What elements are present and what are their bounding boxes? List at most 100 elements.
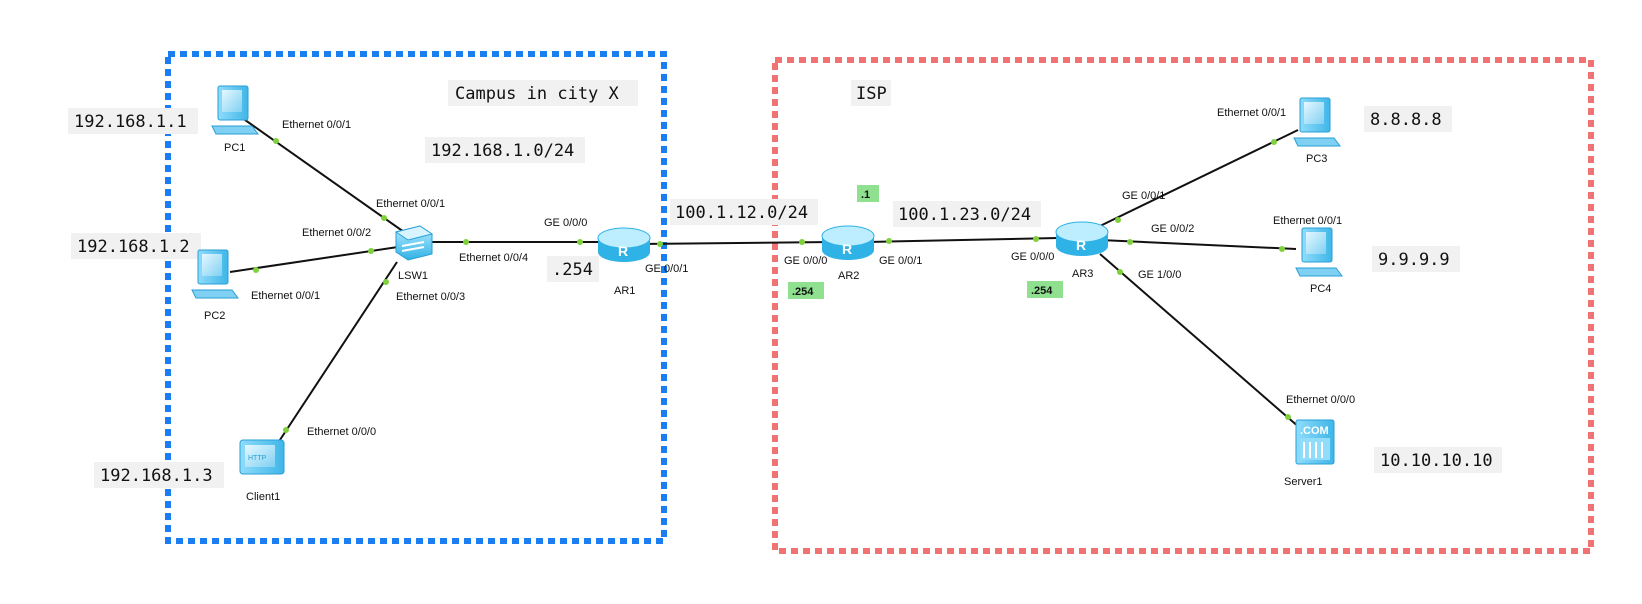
ip-label-ar3: .254 — [1031, 285, 1053, 297]
ip-label-ar2-right: .1 — [861, 189, 870, 201]
campus-subnet-label: 192.168.1.0/24 — [431, 141, 574, 161]
device-label-lsw1: LSW1 — [398, 270, 428, 282]
port-label-ar1-lsw1: GE 0/0/0 — [544, 217, 587, 229]
server-icon[interactable]: .COM — [1295, 419, 1335, 465]
port-dot — [577, 239, 583, 245]
campus-zone-label: Campus in city X — [455, 84, 620, 104]
pc-icon[interactable] — [191, 249, 239, 299]
port-dot — [383, 279, 389, 285]
link-ar3-pc3 — [1099, 129, 1299, 227]
link-pc1-lsw1 — [237, 114, 405, 233]
link-ar3-server1 — [1099, 253, 1301, 429]
port-dot — [657, 241, 663, 247]
port-label-pc2: Ethernet 0/0/1 — [251, 290, 320, 302]
port-dot — [253, 267, 259, 273]
port-dot — [886, 238, 892, 244]
ip-label-client1: 192.168.1.3 — [100, 466, 213, 486]
port-label-lsw1-pc2: Ethernet 0/0/2 — [302, 227, 371, 239]
svg-text:R: R — [1076, 237, 1086, 253]
port-label-ar3-ar2: GE 0/0/0 — [1011, 251, 1054, 263]
subnet-ar1-ar2-bg — [670, 199, 818, 225]
ip-label-ar2-left: .254 — [792, 286, 814, 298]
device-label-pc2: PC2 — [204, 310, 225, 322]
subnet-label-ar1-ar2: 100.1.12.0/24 — [675, 203, 808, 223]
router-icon[interactable]: R — [1055, 221, 1109, 256]
ip-pc3-bg — [1364, 106, 1452, 132]
device-label-ar3: AR3 — [1072, 268, 1093, 280]
port-label-ar2-ar1: GE 0/0/0 — [784, 255, 827, 267]
port-dot — [1271, 139, 1277, 145]
svg-text:R: R — [618, 243, 628, 259]
campus-label-bg — [448, 80, 638, 106]
server-badge: .COM — [1300, 425, 1329, 437]
pc-icon[interactable] — [211, 85, 259, 135]
port-label-lsw1-pc1: Ethernet 0/0/1 — [376, 198, 445, 210]
port-label-pc4: Ethernet 0/0/1 — [1273, 215, 1342, 227]
subnet-ar2-ar3-bg — [893, 201, 1041, 227]
port-label-ar2-ar3: GE 0/0/1 — [879, 255, 922, 267]
device-label-ar1: AR1 — [614, 285, 635, 297]
ip-ar2-left-bg — [788, 282, 824, 299]
device-label-pc4: PC4 — [1310, 283, 1331, 295]
isp-zone-label: ISP — [856, 84, 887, 104]
device-label-pc3: PC3 — [1306, 153, 1327, 165]
ip-ar2-right-bg — [857, 185, 879, 202]
ip-ar1-bg — [547, 256, 599, 282]
port-dot — [1117, 269, 1123, 275]
device-label-client1: Client1 — [246, 491, 280, 503]
client-icon[interactable]: HTTP — [239, 439, 285, 475]
device-label-pc1: PC1 — [224, 142, 245, 154]
ip-server1-bg — [1374, 447, 1502, 473]
port-label-ar3-pc3: GE 0/0/1 — [1122, 190, 1165, 202]
link-client1-lsw1 — [271, 261, 398, 453]
campus-subnet-bg — [425, 137, 585, 163]
port-dot — [1033, 236, 1039, 242]
pc-icon[interactable] — [1293, 97, 1341, 147]
router-icon[interactable]: R — [821, 225, 875, 260]
ip-client1-bg — [94, 462, 224, 488]
svg-text:R: R — [842, 241, 852, 257]
campus-zone-border — [165, 51, 667, 544]
isp-label-bg — [851, 80, 891, 106]
ip-label-ar1: .254 — [552, 260, 593, 280]
ip-label-pc4: 9.9.9.9 — [1378, 250, 1450, 270]
device-label-server1: Server1 — [1284, 476, 1323, 488]
ip-pc1-bg — [68, 108, 198, 134]
port-label-lsw1-ar1: Ethernet 0/0/4 — [459, 252, 528, 264]
subnet-label-ar2-ar3: 100.1.23.0/24 — [898, 205, 1031, 225]
port-label-ar1-ar2: GE 0/0/1 — [645, 263, 688, 275]
port-dot — [1285, 414, 1291, 420]
port-dot — [368, 248, 374, 254]
port-label-client1: Ethernet 0/0/0 — [307, 426, 376, 438]
port-dot — [1115, 217, 1121, 223]
isp-zone-border — [772, 57, 1594, 554]
port-label-lsw1-client1: Ethernet 0/0/3 — [396, 291, 465, 303]
switch-icon[interactable] — [394, 225, 434, 261]
pc-icon[interactable] — [1295, 227, 1343, 277]
ip-label-server1: 10.10.10.10 — [1380, 451, 1493, 471]
ip-label-pc3: 8.8.8.8 — [1370, 110, 1442, 130]
port-dot — [273, 138, 279, 144]
link-ar2-ar3 — [867, 237, 1059, 243]
port-dot — [1127, 239, 1133, 245]
port-label-pc3: Ethernet 0/0/1 — [1217, 107, 1286, 119]
router-icon[interactable]: R — [597, 227, 651, 262]
ip-pc4-bg — [1372, 246, 1460, 272]
ip-pc2-bg — [71, 233, 201, 259]
svg-text:HTTP: HTTP — [248, 455, 267, 462]
ip-ar3-bg — [1027, 281, 1063, 298]
port-label-pc1: Ethernet 0/0/1 — [282, 119, 351, 131]
port-dot — [283, 427, 289, 433]
port-dot — [463, 239, 469, 245]
port-dot — [1279, 246, 1285, 252]
port-label-ar3-server1: GE 1/0/0 — [1138, 269, 1181, 281]
port-dot — [799, 239, 805, 245]
port-label-ar3-pc4: GE 0/0/2 — [1151, 223, 1194, 235]
ip-label-pc2: 192.168.1.2 — [77, 237, 190, 257]
port-dot — [381, 215, 387, 221]
port-label-server1: Ethernet 0/0/0 — [1286, 394, 1355, 406]
device-label-ar2: AR2 — [838, 270, 859, 282]
ip-label-pc1: 192.168.1.1 — [74, 112, 187, 132]
